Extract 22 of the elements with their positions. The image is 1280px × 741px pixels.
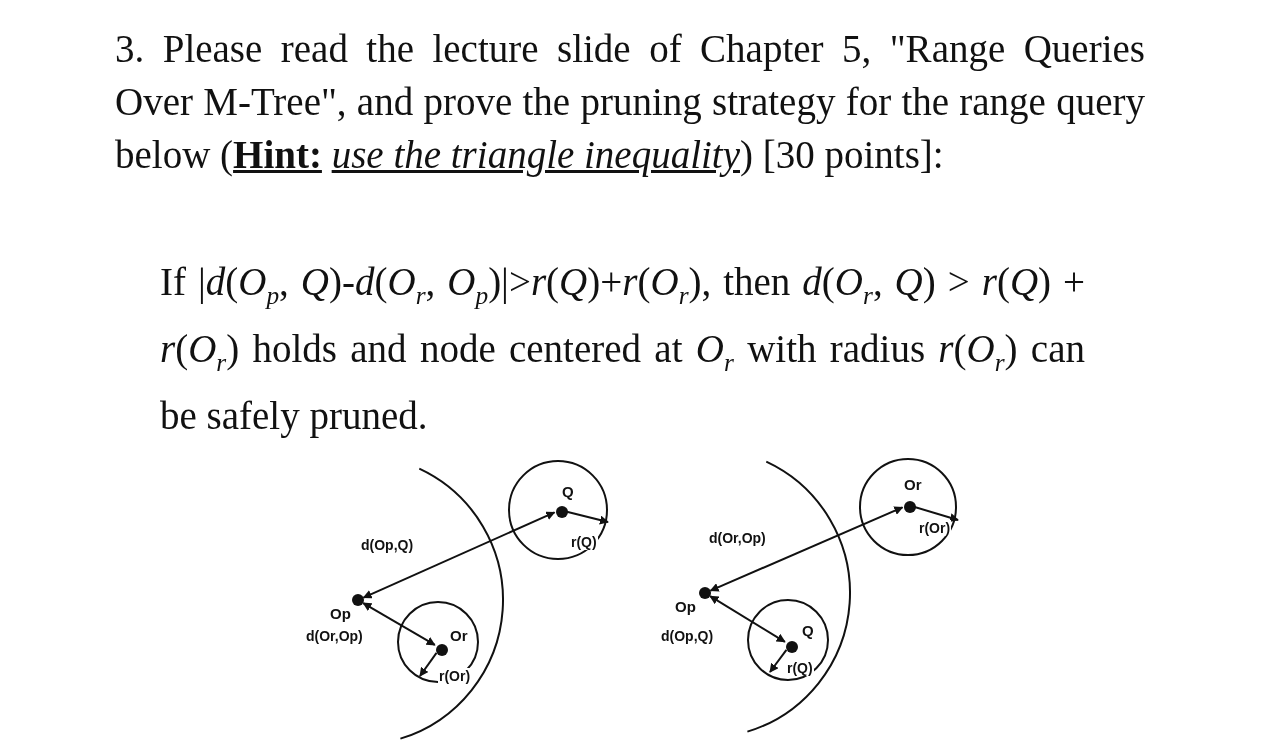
arrow bbox=[769, 648, 788, 673]
edge-label: d(Op,Q) bbox=[660, 628, 715, 644]
point-label: Q bbox=[562, 484, 574, 500]
edge-label: r(Or) bbox=[918, 520, 952, 536]
edge-label: r(Q) bbox=[570, 534, 598, 550]
edge-label: r(Or) bbox=[438, 668, 472, 684]
edge-label: d(Or,Op) bbox=[708, 530, 767, 546]
double-arrow bbox=[709, 506, 904, 592]
edge-label: d(Op,Q) bbox=[360, 537, 415, 553]
point-label: Op bbox=[675, 599, 696, 615]
edge-label: r(Q) bbox=[786, 660, 814, 676]
double-arrow bbox=[362, 602, 436, 646]
edge-label: d(Or,Op) bbox=[305, 628, 364, 644]
point-label: Q bbox=[802, 623, 814, 639]
double-arrow bbox=[709, 595, 786, 643]
point-label: Or bbox=[450, 628, 468, 644]
point-label: Or bbox=[904, 477, 922, 493]
point-label: Op bbox=[330, 606, 351, 622]
arrow bbox=[419, 651, 438, 677]
question-text: 3. Please read the lecture slide of Chapter 5, "Range Queries Over M-Tree", and prove the pruning strategy for the range query below (Hint: use the triangle inequality) [30 points]: bbox=[115, 26, 1145, 179]
formula-text: If |d(O$_{p}$, Q)-d(O$_{r}$, O$_{p}$)|>r(Q)+r(O$_{r}$), then d(O$_{r}$, Q) > r(Q) + r(O$_{r}$) holds and node centered at O$_{r}$ with radius r(O$_{r}$) can be safely pruned. bbox=[160, 259, 1085, 440]
double-arrow bbox=[362, 511, 556, 599]
